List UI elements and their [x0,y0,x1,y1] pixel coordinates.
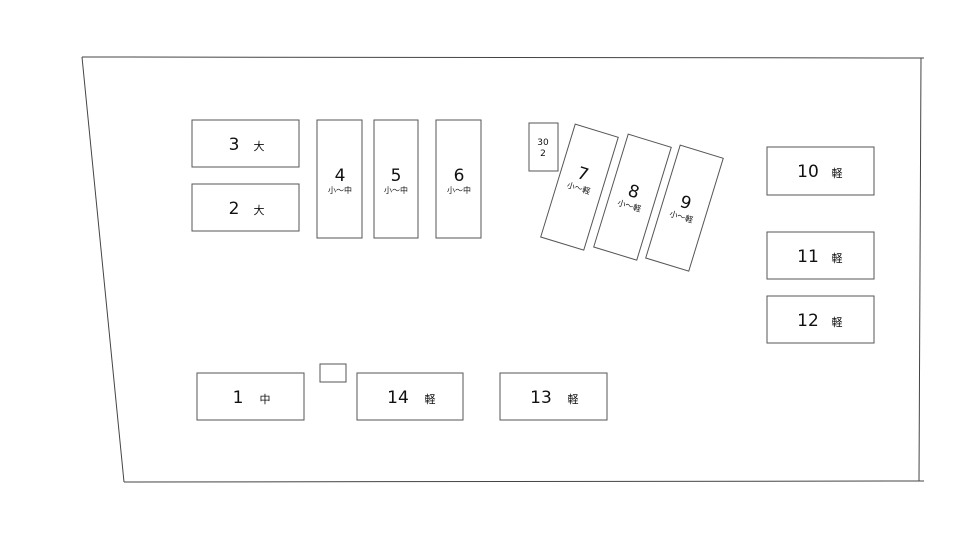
spot-size: 軽 [832,316,843,329]
spot-size: 軽 [425,393,436,406]
spot-number: 4 [335,166,346,186]
parking-spot-8[interactable]: 8 小～軽 [593,133,672,261]
small-box-line-1: 30 [537,138,549,148]
spot-number: 11 [797,247,819,267]
spot-size: 軽 [568,393,579,406]
parking-spot-4[interactable]: 4 小～中 [316,119,363,239]
parking-spot-12[interactable]: 12 軽 [766,295,875,344]
parking-spot-3[interactable]: 3 大 [191,119,300,168]
spot-size: 小～中 [328,185,352,195]
parking-spot-6[interactable]: 6 小～中 [435,119,482,239]
spot-size: 中 [260,393,271,406]
spot-number: 2 [229,199,240,219]
small-box-line-2: 2 [540,149,546,159]
spot-number: 14 [387,388,409,408]
spot-number: 6 [454,166,465,186]
spot-size: 大 [254,203,265,217]
spot-number: 5 [391,166,402,186]
lot-outline [81,56,925,483]
small-unlabeled-box [319,363,347,383]
spot-size: 小～中 [447,185,471,195]
spot-size: 軽 [832,167,843,180]
parking-spot-11[interactable]: 11 軽 [766,231,875,280]
parking-spot-10[interactable]: 10 軽 [766,146,875,196]
parking-spot-13[interactable]: 13 軽 [499,372,608,421]
parking-spot-1[interactable]: 1 中 [196,372,305,421]
spot-number: 12 [797,311,819,331]
spot-number: 3 [229,135,240,155]
parking-spot-9[interactable]: 9 小～軽 [645,144,724,272]
spot-number: 10 [797,162,819,182]
small-marker-box: 30 2 [528,122,559,172]
spot-number: 1 [233,388,244,408]
parking-spot-5[interactable]: 5 小～中 [373,119,419,239]
spot-size: 小～中 [384,185,408,195]
parking-spot-14[interactable]: 14 軽 [356,372,464,421]
spot-size: 大 [254,139,265,153]
spot-size: 軽 [832,252,843,265]
spot-number: 13 [530,388,552,408]
parking-spot-7[interactable]: 7 小～軽 [540,123,619,251]
parking-spot-2[interactable]: 2 大 [191,183,300,232]
